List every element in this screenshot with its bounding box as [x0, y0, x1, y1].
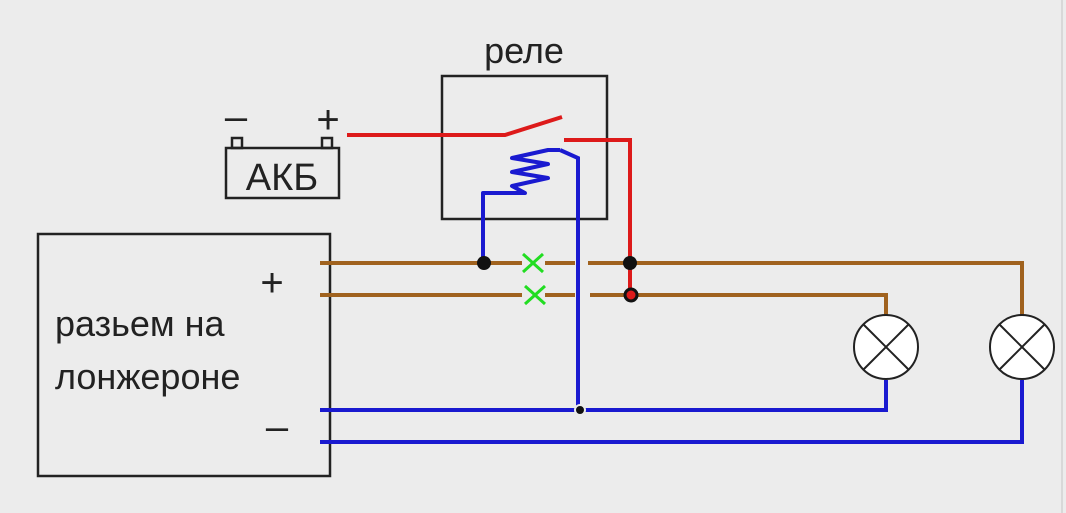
red-wire-battery-switch: [347, 115, 563, 137]
cut-mark-lower: [523, 284, 547, 306]
lamp-2: [989, 314, 1055, 380]
lamp-2-cross-b: [999, 324, 1045, 370]
battery-plus-sign: +: [316, 98, 339, 142]
connector-label-line1: разьем на: [55, 303, 226, 344]
red-wire-switch-output: [564, 138, 632, 295]
blue-wire-lamp2-ground: [320, 380, 1024, 444]
junction-dot-ground: [574, 404, 586, 416]
relay-box: [440, 74, 609, 221]
junction-dot-relay-output: [623, 256, 637, 270]
junction-dot-coil: [477, 256, 491, 270]
battery-minus-sign: –: [225, 95, 248, 139]
connector-plus-sign: +: [260, 261, 283, 305]
battery-terminal-plus: [320, 136, 334, 150]
battery-label: АКБ: [246, 157, 318, 199]
battery-terminal-minus: [230, 136, 244, 150]
blue-wire-lamp1-ground: [320, 380, 888, 412]
junction-ring-relay-output: [623, 287, 639, 303]
lamp-1-cross-b: [863, 324, 909, 370]
blue-wire-coil-ground: [559, 148, 580, 410]
connector-label-line2: лонжероне: [55, 356, 240, 397]
battery-box: [224, 146, 341, 200]
connector-minus-sign: –: [266, 405, 289, 449]
brown-wire-upper-right: [588, 261, 1024, 320]
lamp-1: [853, 314, 919, 380]
relay-label: реле: [484, 30, 564, 71]
brown-wire-lower-right: [590, 293, 888, 316]
blue-wire-relay-coil: [481, 148, 560, 263]
connector-box: [36, 232, 332, 478]
cut-mark-upper: [521, 252, 545, 274]
